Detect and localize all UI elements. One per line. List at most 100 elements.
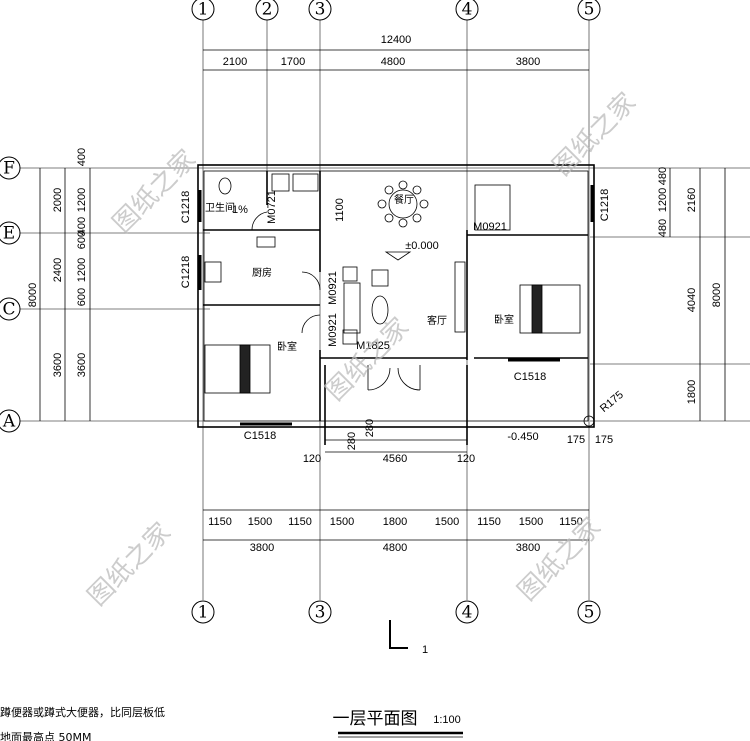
dim-left-inner: 600	[76, 231, 88, 249]
axis-label: 4	[462, 603, 473, 623]
dim-top-segment: 3800	[516, 56, 540, 68]
axis-label: 1	[198, 0, 209, 20]
dim-bottom-bay: 3800	[516, 542, 540, 554]
window-kitchen: C1218	[180, 256, 192, 288]
dim-bottom-detail: 1500	[519, 516, 543, 528]
axis-label: 5	[584, 603, 595, 623]
column	[583, 415, 595, 427]
section-marker-number: 1	[422, 644, 428, 656]
axis-bubble	[0, 221, 21, 245]
dim-left-middle: 2400	[52, 258, 64, 282]
dim-bottom-bay: 3800	[250, 542, 274, 554]
title-underline	[338, 620, 463, 738]
axis-bubble	[255, 0, 279, 21]
dim-bottom-detail: 1800	[383, 516, 407, 528]
room-bathroom: 卫生间	[205, 201, 235, 214]
furniture	[204, 173, 595, 427]
dim-left-inner: 3600	[76, 353, 88, 377]
dim-left-inner: 600	[76, 288, 88, 306]
dim-left-inner: 400	[76, 148, 88, 166]
sofa	[343, 282, 361, 334]
dim-bottom-detail: 1150	[288, 516, 312, 528]
dim-top-segment: 4800	[381, 56, 405, 68]
tv-cabinet	[454, 261, 466, 333]
drawing-scale: 1:100	[433, 714, 461, 726]
axis-bubble	[0, 156, 21, 180]
dim-column: 175	[595, 434, 613, 446]
sink	[204, 261, 222, 283]
room-kitchen: 厨房	[252, 266, 272, 279]
drawing-title: 一层平面图	[333, 709, 418, 729]
axis-bubble	[577, 600, 601, 624]
axis-label: C	[2, 300, 15, 320]
dim-left-total: 8000	[27, 283, 39, 307]
dim-right-middle: 1800	[686, 380, 698, 404]
axis-bubbles	[0, 0, 601, 624]
axis-bubble	[455, 600, 479, 624]
room-bedroom-right: 卧室	[494, 313, 514, 326]
axis-bubble	[455, 0, 479, 21]
dining-table	[388, 189, 418, 219]
dim-right-total: 8000	[711, 283, 723, 307]
note-line: 蹲便器或蹲式大便器，比同层板低	[0, 705, 165, 719]
axis-bubble	[0, 297, 21, 321]
column-radius: R175	[598, 389, 626, 415]
bed-right	[519, 284, 581, 334]
axis-label: A	[2, 412, 16, 432]
dim-top-segment: 1700	[281, 56, 305, 68]
dim-right-inner: 480	[657, 219, 669, 237]
door-kitchen: M0921	[327, 271, 339, 305]
dim-left-middle: 2000	[52, 188, 64, 212]
grid-lines	[20, 20, 750, 600]
dim-left-inner: 1200	[76, 188, 88, 212]
axis-bubble	[0, 409, 21, 433]
dim-bottom-detail: 1500	[330, 516, 354, 528]
window-bedroom-left: C1518	[244, 430, 276, 442]
dim-bottom-detail: 1500	[435, 516, 459, 528]
dim-dining: 1100	[334, 198, 346, 222]
axis-label: 4	[462, 0, 473, 20]
room-bedroom-left: 卧室	[277, 340, 297, 353]
window-bedroom-right: C1518	[514, 371, 546, 383]
axis-bubble	[191, 600, 215, 624]
axis-label: F	[3, 159, 15, 179]
bed-left	[204, 344, 271, 394]
stove	[256, 236, 276, 248]
dimension-lines	[39, 49, 726, 541]
bathroom-slope: 1%	[232, 204, 248, 216]
axis-bubble	[577, 0, 601, 21]
dim-right-middle: 4040	[686, 288, 698, 312]
axis-bubble	[308, 600, 332, 624]
walls	[197, 164, 595, 445]
dim-bottom-bay: 4800	[383, 542, 407, 554]
room-living: 客厅	[427, 314, 447, 327]
dim-step: 280	[364, 419, 376, 437]
porch-level: -0.450	[507, 431, 538, 443]
dim-total-top: 12400	[381, 34, 412, 46]
window-bath: C1218	[180, 191, 192, 223]
axis-label: 5	[584, 0, 595, 20]
dim-left-middle: 3600	[52, 353, 64, 377]
axis-label: 2	[262, 0, 273, 20]
door-bedroom-right: M0921	[473, 221, 507, 233]
window-stair: C1218	[599, 189, 611, 221]
dim-bottom-detail: 1150	[208, 516, 232, 528]
dim-bottom-detail: 1500	[248, 516, 272, 528]
dim-step: 280	[346, 432, 358, 450]
door-entry: M1825	[356, 340, 390, 352]
dim-column: 175	[567, 434, 585, 446]
dim-left-inner: 1200	[76, 258, 88, 282]
dim-porch: 4560	[383, 453, 407, 465]
axis-label: 3	[315, 0, 326, 20]
axis-bubble	[191, 0, 215, 21]
floor-level: ±0.000	[405, 240, 439, 252]
dim-bottom-detail: 1150	[477, 516, 501, 528]
door-bedroom: M0921	[327, 313, 339, 347]
dim-top-segment: 2100	[223, 56, 247, 68]
room-dining: 餐厅	[394, 193, 414, 206]
dim-right-middle: 2160	[686, 188, 698, 212]
dim-porch: 120	[303, 453, 321, 465]
dim-right-inner: 1200	[657, 188, 669, 212]
watermark: 图纸之家	[82, 517, 177, 612]
note-line: 地面最高点 50MM	[0, 730, 91, 741]
